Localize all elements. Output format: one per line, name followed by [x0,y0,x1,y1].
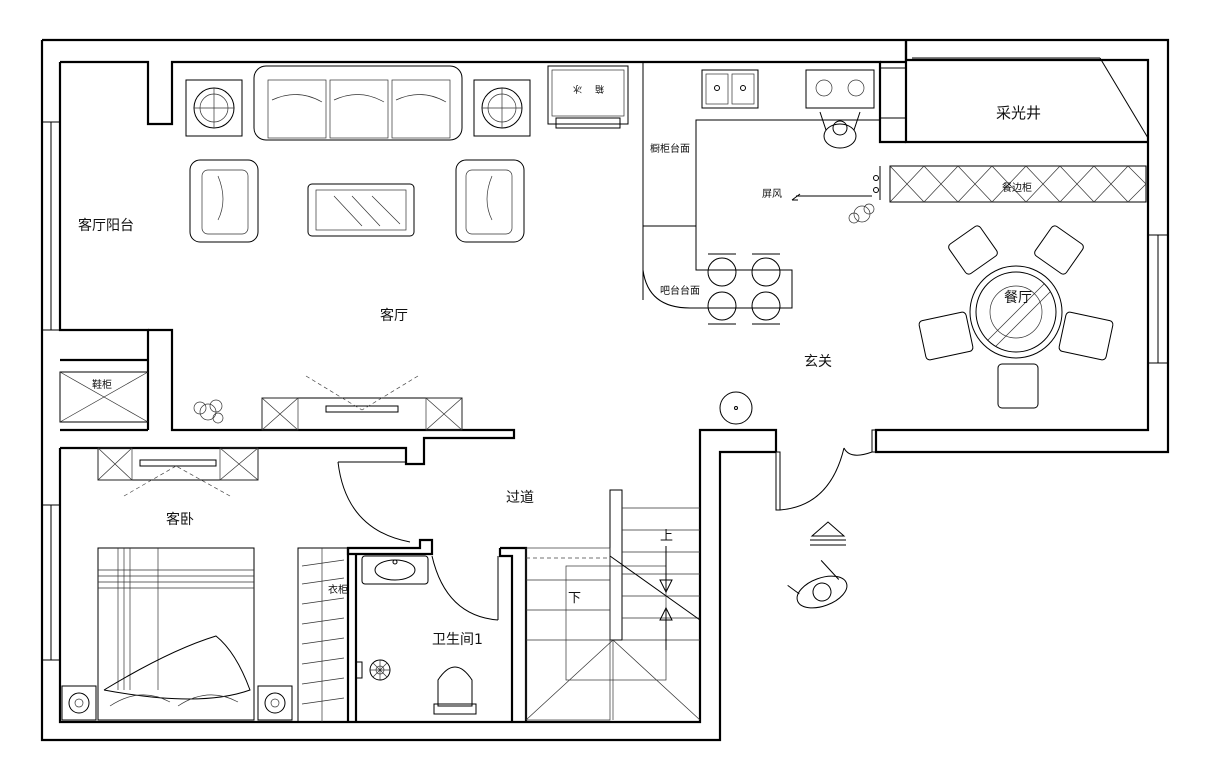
bar-counter-label: 吧台台面 [660,284,700,297]
skylight-well: 采光井 [912,57,1149,139]
stair-up-label: 上 [660,529,673,544]
wardrobe: 衣柜 [297,547,349,723]
living-room-label: 客厅 [380,307,408,324]
fridge-label-right: 箱 [595,83,604,95]
fridge-label-left: 冰 [573,83,582,95]
sideboard: 餐边柜 [879,165,1147,203]
skylight-label: 采光井 [996,104,1041,122]
sideboard-label: 餐边柜 [1002,181,1032,194]
screen-label: 屏风 [762,188,782,200]
outer-walls [40,38,1170,742]
corridor-label: 过道 [506,490,534,506]
guest-bedroom-label: 客卧 [166,511,194,528]
entrance-label: 玄关 [804,353,832,370]
living-room-furniture: 客厅阳台 客厅 [78,65,531,431]
wardrobe-label: 衣柜 [328,583,348,596]
stair-down-label: 下 [568,591,581,606]
kitchen: 橱柜台面 屏风 吧台台面 [642,62,880,325]
dining-label: 餐厅 [1004,290,1032,306]
fridge: 冰 箱 [547,65,629,129]
kitchen-counter-label: 橱柜台面 [650,142,690,155]
guest-bedroom: 客卧 [61,447,293,721]
staircase: 上 下 [525,489,701,721]
shoe-cabinet: 鞋柜 [59,371,149,423]
balcony-label: 客厅阳台 [78,217,134,234]
entrance: 玄关 [719,353,877,609]
bathroom: 卫生间1 [355,555,483,715]
dining-room: 餐厅 [918,225,1114,409]
corridor: 过道 [337,461,534,621]
bathroom-label: 卫生间1 [432,632,483,648]
shoe-cabinet-label: 鞋柜 [92,378,112,391]
